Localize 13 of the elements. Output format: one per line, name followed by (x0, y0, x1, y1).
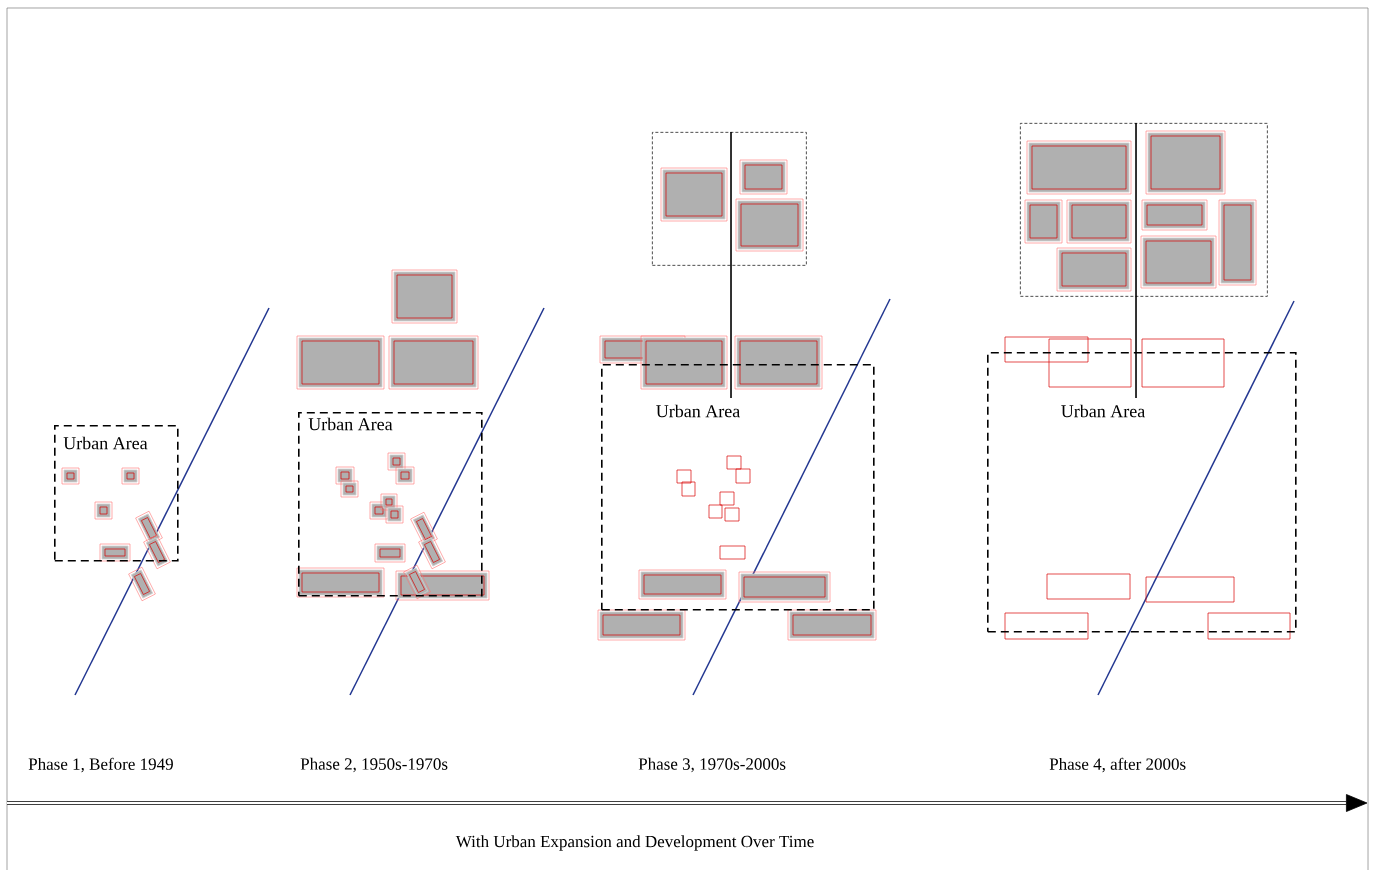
cluster-boundary (652, 132, 807, 266)
phase-label: Phase 1, Before 1949 (28, 757, 173, 773)
phase-label: Phase 2, 1950s-1970s (300, 757, 448, 773)
phase-label: Phase 4, after 2000s (1049, 757, 1186, 773)
urban-area-boundary: Urban Area (54, 425, 179, 562)
connector-line (1135, 122, 1137, 399)
urban-area-boundary: Urban Area (987, 352, 1297, 633)
phase-label: Phase 3, 1970s-2000s (638, 757, 786, 773)
connector-line (730, 131, 732, 399)
urban-area-boundary: Urban Area (601, 364, 875, 611)
cluster-boundary (1020, 123, 1268, 297)
urban-area-boundary: Urban Area (298, 412, 483, 597)
axis-caption: With Urban Expansion and Development Over Time (455, 835, 814, 851)
